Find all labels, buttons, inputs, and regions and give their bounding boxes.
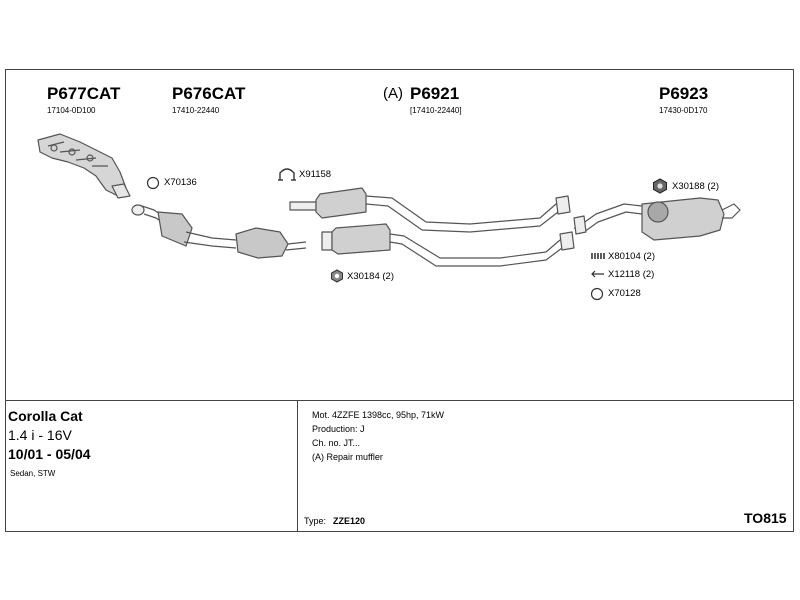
oem-number-1: 17104-0D100 bbox=[47, 106, 96, 115]
spec-chassis: Ch. no. JT... bbox=[312, 438, 361, 448]
part-number-3: P6921 bbox=[410, 84, 460, 103]
front-pipe-drawing bbox=[131, 204, 307, 259]
oem-number-3: [17410-22440] bbox=[410, 106, 462, 115]
nut-icon bbox=[331, 269, 343, 283]
oem-number-4: 17430-0D170 bbox=[659, 106, 708, 115]
nut-icon bbox=[653, 178, 667, 194]
type-value: ZZE120 bbox=[333, 516, 366, 526]
fitting-label: X30184 (2) bbox=[347, 271, 395, 282]
vehicle-model: Corolla Cat bbox=[8, 408, 83, 424]
part-number-4: P6923 bbox=[659, 84, 709, 103]
vehicle-engine: 1.4 i - 16V bbox=[8, 427, 72, 443]
vehicle-period: 10/01 - 05/04 bbox=[8, 446, 91, 462]
repair-marker: (A) bbox=[383, 85, 403, 102]
diagram-frame bbox=[5, 69, 794, 532]
clamp-icon bbox=[278, 168, 296, 181]
ring-icon bbox=[590, 287, 604, 301]
type-label: Type: bbox=[304, 516, 327, 526]
spec-note: (A) Repair muffler bbox=[312, 452, 383, 462]
fitting-label: X70136 bbox=[164, 177, 197, 188]
spec-production: Production: J bbox=[312, 424, 365, 434]
part-number-2: P676CAT bbox=[172, 84, 246, 103]
oem-number-2: 17410-22440 bbox=[172, 106, 220, 115]
rear-silencer-drawing bbox=[573, 197, 741, 241]
bolt-icon bbox=[591, 270, 604, 278]
part-number-1: P677CAT bbox=[47, 84, 121, 103]
fitting-label: X30188 (2) bbox=[672, 181, 720, 192]
fitting-label: X91158 bbox=[299, 169, 332, 180]
spec-motor: Mot. 4ZZFE 1398cc, 95hp, 71kW bbox=[312, 410, 445, 420]
middle-silencer-drawing bbox=[289, 187, 575, 267]
manifold-drawing bbox=[37, 133, 131, 199]
spring-icon bbox=[591, 253, 605, 259]
fitting-label: X12118 (2) bbox=[608, 269, 655, 280]
section-divider bbox=[5, 400, 794, 401]
ring-icon bbox=[146, 176, 160, 190]
fitting-label: X70128 bbox=[608, 288, 641, 299]
vehicle-body: Sedan, STW bbox=[10, 469, 56, 478]
column-divider bbox=[297, 400, 298, 532]
fitting-label: X80104 (2) bbox=[608, 251, 656, 262]
diagram-code: TO815 bbox=[744, 510, 787, 526]
